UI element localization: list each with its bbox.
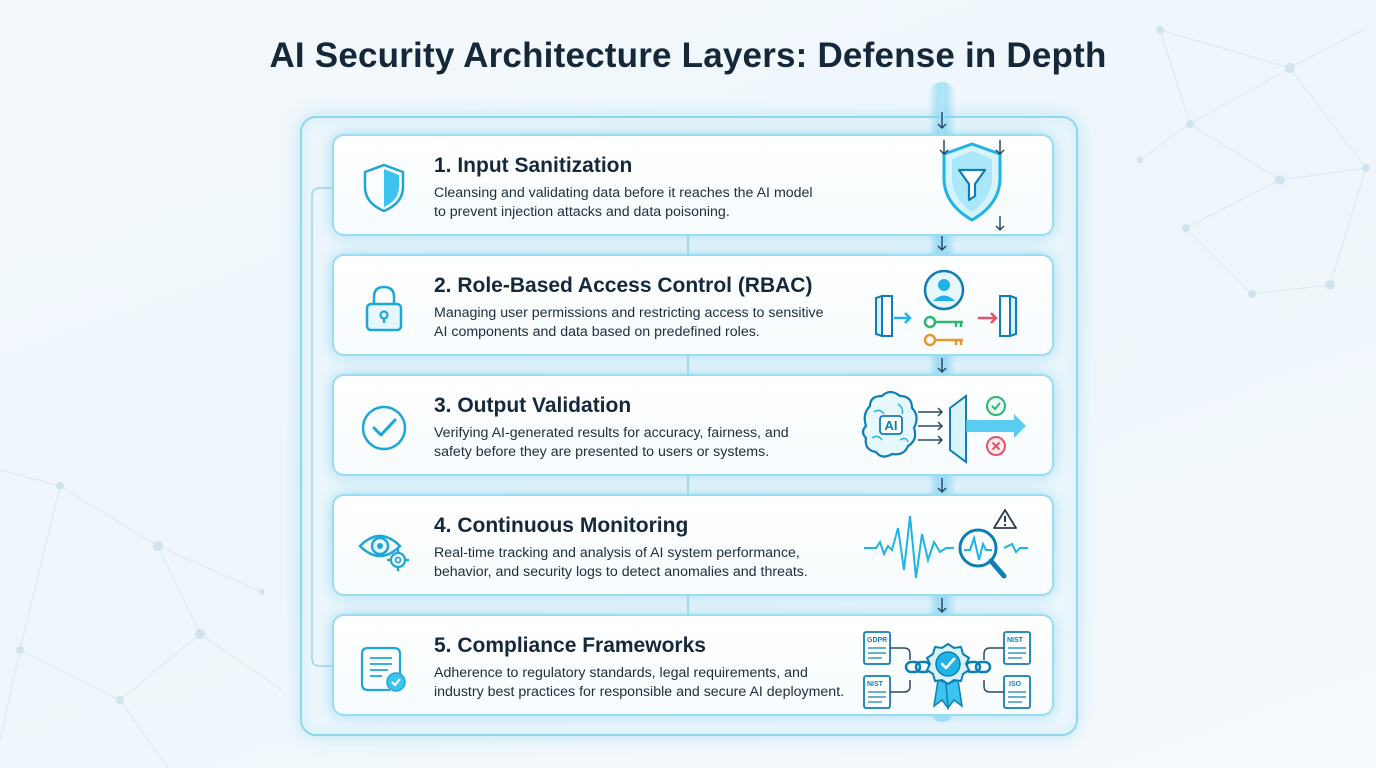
layer-card-rbac: 2. Role-Based Access Control (RBAC) Mana… (332, 254, 1054, 356)
svg-text:AI: AI (885, 418, 898, 433)
svg-text:NIST: NIST (867, 681, 884, 688)
page-title: AI Security Architecture Layers: Defense… (269, 36, 1107, 75)
shield-filter-icon (939, 140, 1005, 232)
checkmark-circle-icon (361, 405, 407, 451)
waveform-magnifier-icon (864, 509, 1028, 579)
padlock-icon (365, 285, 403, 332)
eye-gear-icon (358, 534, 409, 571)
layer-description: Managing user permissions and restrictin… (434, 305, 824, 340)
document-check-icon (360, 646, 406, 692)
svg-text:GDPR: GDPR (867, 637, 887, 644)
shield-icon (363, 163, 405, 213)
layer-description: Adherence to regulatory standards, legal… (434, 665, 845, 700)
layer-heading: 5. Compliance Frameworks (434, 634, 706, 657)
svg-text:ISO: ISO (1009, 681, 1022, 688)
layer-card-continuous-monitoring: 4. Continuous Monitoring Real-time track… (332, 494, 1054, 596)
layer-heading: 1. Input Sanitization (434, 154, 633, 177)
layer-heading: 2. Role-Based Access Control (RBAC) (434, 274, 813, 297)
user-keys-doors-icon (875, 269, 1017, 347)
svg-text:NIST: NIST (1007, 637, 1024, 644)
layer-heading: 3. Output Validation (434, 394, 632, 417)
layer-heading: 4. Continuous Monitoring (434, 514, 689, 537)
layer-description: Real-time tracking and analysis of AI sy… (434, 545, 808, 580)
layer-description: Cleansing and validating data before it … (434, 185, 813, 220)
layer-card-input-sanitization: 1. Input Sanitization Cleansing and vali… (332, 134, 1054, 236)
layer-card-compliance-frameworks: 5. Compliance Frameworks Adherence to re… (332, 614, 1054, 716)
compliance-badge-icon: GDPR NIST NIST ISO (863, 631, 1031, 711)
layer-description: Verifying AI-generated results for accur… (434, 425, 789, 460)
layer-card-output-validation: 3. Output Validation Verifying AI-genera… (332, 374, 1054, 476)
ai-brain-gate-icon: AI (861, 390, 1026, 464)
